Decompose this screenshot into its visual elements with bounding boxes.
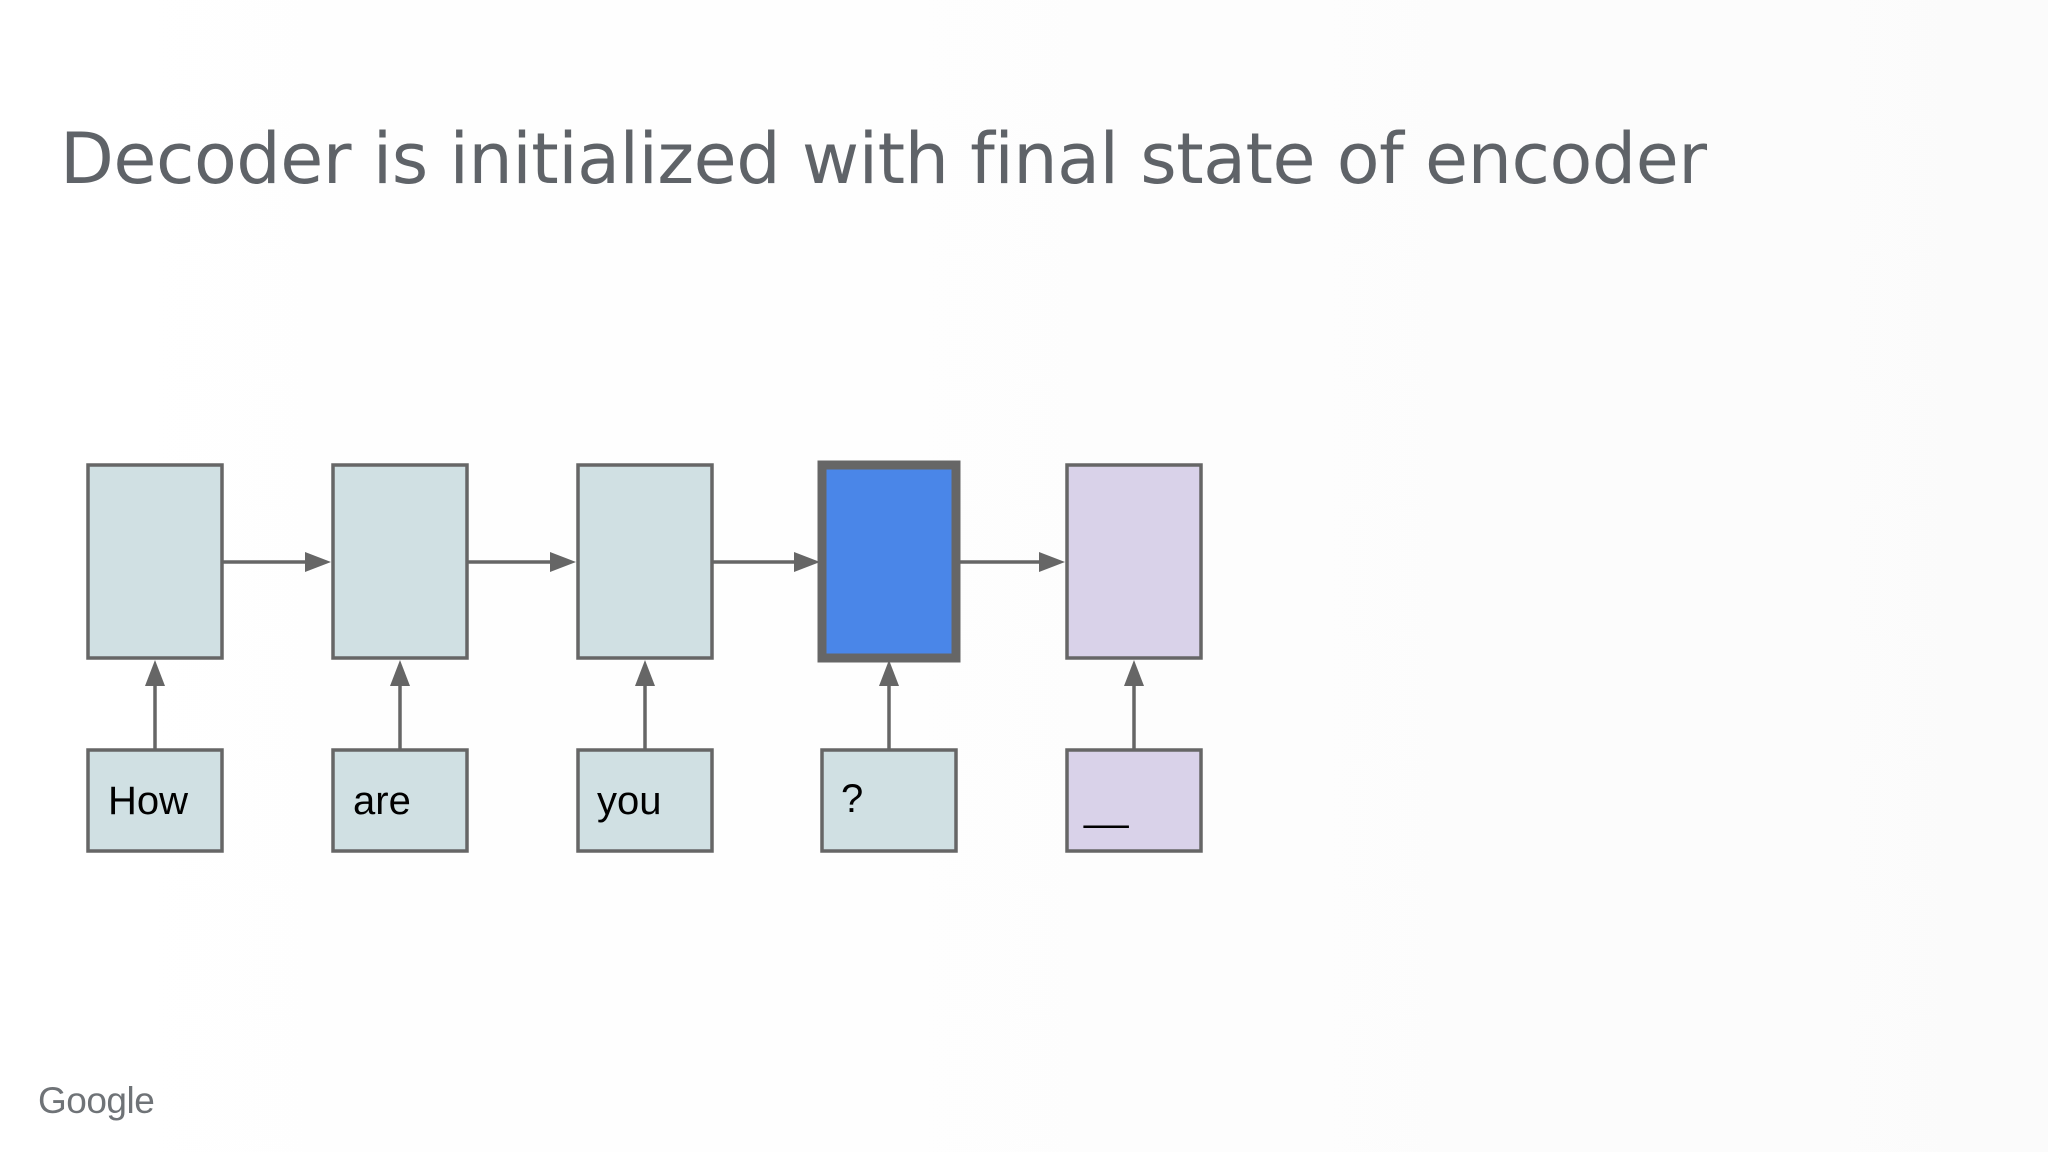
- decoder-input-token: __: [1083, 785, 1129, 829]
- encoder-cell-1: [86, 463, 224, 660]
- input-token-2: are: [353, 779, 411, 823]
- slide-title: Decoder is initialized with final state …: [60, 118, 1707, 200]
- input-box-2: [331, 748, 469, 853]
- final-encoder-cell: [817, 460, 961, 663]
- input-arrow-5: [1124, 660, 1144, 750]
- input-arrow-1: [145, 660, 165, 750]
- encoder-cell-3: [576, 463, 714, 660]
- input-arrow-4: [879, 660, 899, 750]
- state-arrow-2: [467, 552, 576, 572]
- encoder-cell-2: [331, 463, 469, 660]
- input-box-3: [576, 748, 714, 853]
- decoder-input-box: [1065, 748, 1203, 853]
- input-box-1: [86, 748, 224, 853]
- state-arrow-4: [960, 552, 1065, 572]
- state-arrow-1: [222, 552, 331, 572]
- input-arrow-3: [635, 660, 655, 750]
- input-token-3: you: [597, 779, 662, 823]
- input-token-1: How: [108, 779, 188, 823]
- decoder-cell: [1065, 463, 1203, 660]
- input-token-4: ?: [841, 777, 863, 821]
- state-arrow-3: [712, 552, 820, 572]
- input-arrow-2: [390, 660, 410, 750]
- google-logo: Google: [38, 1080, 155, 1121]
- input-box-4: [820, 748, 958, 853]
